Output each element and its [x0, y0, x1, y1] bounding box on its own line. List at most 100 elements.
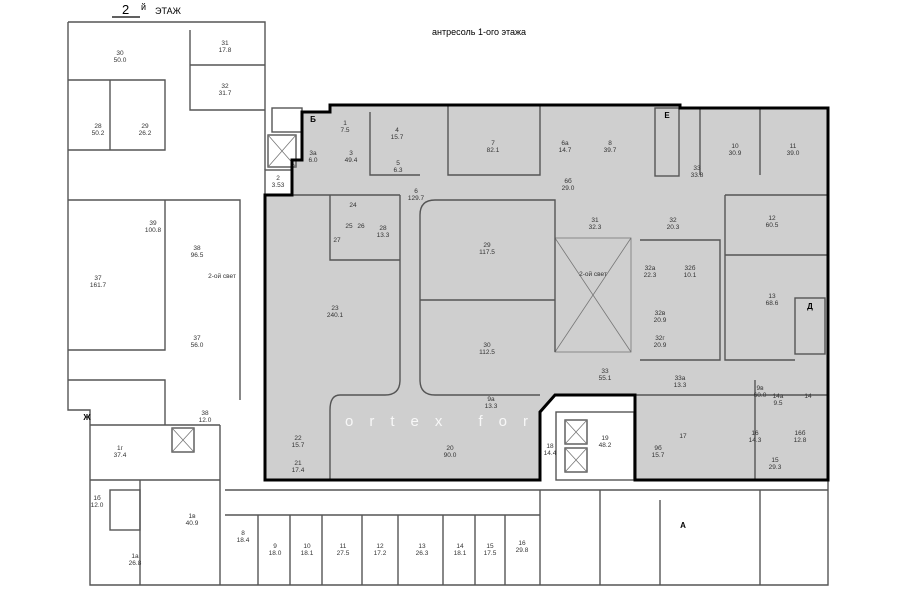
room-number: 11: [340, 543, 347, 550]
room-area: 12.0: [199, 417, 212, 424]
floor-suffix: й: [141, 2, 146, 12]
room-number: 10: [731, 143, 739, 150]
room-label: 24: [349, 202, 357, 209]
room-number: 38: [193, 245, 201, 252]
room-number: 9б: [654, 444, 662, 452]
room-area: 18.0: [269, 550, 282, 557]
stair-d: [794, 297, 826, 355]
room-area: 26.8: [129, 560, 142, 567]
room-number: 9в: [756, 385, 764, 392]
room-area: 29.8: [516, 547, 529, 554]
room-number: 6а: [561, 140, 569, 147]
stair-mark-zh: Ж: [82, 413, 91, 422]
room-area: 39.7: [604, 147, 617, 154]
room-number: 15: [771, 457, 779, 464]
room-number: 6: [414, 188, 418, 195]
bottom-rooms-walls: [225, 489, 828, 585]
room-area: 6.3: [393, 167, 402, 174]
room-area: 17.4: [292, 467, 305, 474]
room-area: 60.5: [766, 222, 779, 229]
rented-area[interactable]: [265, 105, 828, 480]
room-number: 25: [345, 223, 353, 230]
room-number: 3а: [309, 150, 317, 157]
room-area: 161.7: [90, 282, 107, 289]
room-number: 6б: [564, 177, 572, 185]
stair-mark-e: Е: [664, 111, 670, 120]
room-area: 6.0: [308, 157, 317, 164]
room-number: 20: [446, 445, 454, 452]
elevator-block: [555, 411, 635, 481]
room-number: 9: [273, 543, 277, 550]
room-number: 7: [491, 140, 495, 147]
floor-number: 2: [122, 2, 129, 17]
stair-mark-a: А: [680, 521, 686, 530]
room-number: 32г: [655, 335, 665, 342]
room-number: 28: [379, 225, 387, 232]
room-label: 26: [357, 223, 365, 230]
room-number: 1б: [93, 494, 101, 502]
atrium-label-left: 2-ой свет: [208, 272, 236, 280]
room-area: 96.5: [191, 252, 204, 259]
room-area: 50.0: [114, 57, 127, 64]
room-number: 33: [693, 165, 701, 172]
room-number: 32в: [655, 310, 666, 317]
room-area: 13.3: [674, 382, 687, 389]
room-area: 29.0: [562, 185, 575, 192]
room-number: 10: [303, 543, 311, 550]
elevator-1: [564, 419, 588, 445]
room-area: 26.2: [139, 130, 152, 137]
room-number: 1: [343, 120, 347, 127]
room-number: 8: [241, 530, 245, 537]
room-number: 33: [601, 368, 609, 375]
room-number: 23: [331, 305, 339, 312]
room-area: 112.5: [479, 349, 495, 356]
room-area: 90.0: [444, 452, 457, 459]
room-area: 22.3: [644, 272, 657, 279]
room-number: 1в: [188, 513, 196, 520]
room-area: 100.8: [145, 227, 162, 234]
room-area: 56.0: [191, 342, 204, 349]
room-area: 15.7: [292, 442, 305, 449]
room-number: 32а: [645, 265, 656, 272]
room-number: 29: [141, 123, 149, 130]
room-number: 12: [768, 215, 776, 222]
room-area: 13.3: [485, 403, 498, 410]
room-area: 12.0: [91, 502, 104, 509]
room-number: 3: [349, 150, 353, 157]
elevator-2: [564, 447, 588, 473]
room-number: 38: [201, 410, 209, 417]
